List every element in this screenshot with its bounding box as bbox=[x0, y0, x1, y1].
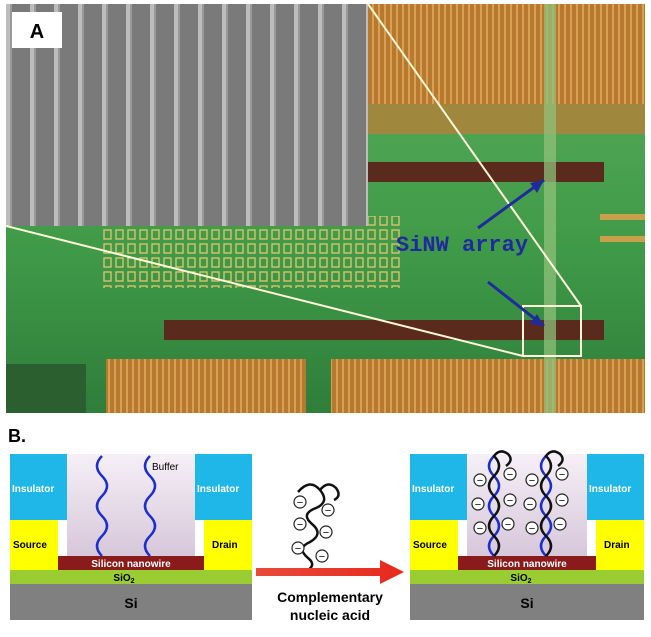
negative-charge-sign-bound-2: − bbox=[475, 499, 481, 511]
negative-charge-sign-bound-10: − bbox=[529, 523, 535, 535]
negative-charge-sign-bound-9: − bbox=[559, 495, 565, 507]
negative-charge-bound-7 bbox=[555, 467, 569, 481]
panel-a-label: A bbox=[30, 21, 44, 43]
electrode-bar-bottom bbox=[164, 320, 604, 340]
negative-charge-free-0 bbox=[293, 495, 307, 509]
reaction-arrow bbox=[256, 560, 404, 584]
annotation-arrow-1 bbox=[477, 178, 545, 230]
sem-inset bbox=[6, 4, 368, 226]
negative-charge-bound-0 bbox=[473, 473, 487, 487]
nanowire-label-after: Silicon nanowire bbox=[487, 559, 567, 570]
drain-label: Drain bbox=[212, 540, 238, 551]
insulator-right-label: Insulator bbox=[197, 484, 239, 495]
negative-charge-free-1 bbox=[321, 503, 335, 517]
negative-charge-sign-free-1: − bbox=[325, 505, 331, 517]
insulator-right-after bbox=[587, 454, 644, 520]
source-label: Source bbox=[13, 540, 47, 551]
electrode-bar-top bbox=[366, 162, 604, 182]
source-label-after: Source bbox=[413, 540, 447, 551]
silicon-nanowire bbox=[58, 556, 204, 570]
insulator-left-label-after: Insulator bbox=[412, 484, 454, 495]
negative-charge-sign-bound-6: − bbox=[529, 475, 535, 487]
contact-pad-array bbox=[101, 216, 401, 288]
drain-contact-after bbox=[596, 520, 644, 570]
panel-b-label: B. bbox=[8, 426, 26, 446]
arrow-text-line2: nucleic acid bbox=[290, 607, 370, 623]
negative-charge-bound-8 bbox=[523, 497, 537, 511]
panel-b-schematic: B. Insulator Insulator Buffer Source Dra… bbox=[8, 426, 644, 623]
sio2-label: SiO2 bbox=[113, 573, 134, 585]
negative-charge-bound-6 bbox=[525, 473, 539, 487]
sio2-layer bbox=[10, 570, 252, 584]
drain-label-after: Drain bbox=[604, 540, 630, 551]
insulator-left bbox=[10, 454, 67, 520]
negative-charge-free-5 bbox=[315, 549, 329, 563]
negative-charge-sign-free-4: − bbox=[295, 543, 301, 555]
negative-charge-sign-bound-4: − bbox=[477, 523, 483, 535]
target-dna-strand-bound-1 bbox=[487, 450, 512, 557]
si-substrate bbox=[10, 584, 252, 620]
source-contact bbox=[10, 520, 58, 570]
device-before: Insulator Insulator Buffer Source Drain … bbox=[10, 454, 252, 620]
si-substrate-after bbox=[410, 584, 644, 620]
negative-charge-free-3 bbox=[319, 525, 333, 539]
negative-charge-sign-free-3: − bbox=[323, 527, 329, 539]
silicon-nanowire-after bbox=[458, 556, 596, 570]
negative-charge-sign-bound-1: − bbox=[507, 469, 513, 481]
negative-charge-sign-bound-5: − bbox=[505, 519, 511, 531]
buffer-label: Buffer bbox=[152, 462, 179, 473]
negative-charge-bound-1 bbox=[503, 467, 517, 481]
drain-contact bbox=[204, 520, 252, 570]
negative-charge-free-2 bbox=[293, 517, 307, 531]
negative-charge-sign-bound-7: − bbox=[559, 469, 565, 481]
probe-dna-strand-2 bbox=[143, 455, 157, 557]
si-label: Si bbox=[124, 595, 137, 611]
negative-charge-sign-bound-11: − bbox=[557, 519, 563, 531]
negative-charge-sign-free-5: − bbox=[319, 551, 325, 563]
nanowire-label: Silicon nanowire bbox=[91, 559, 171, 570]
negative-charge-free-4 bbox=[291, 541, 305, 555]
insulator-right bbox=[195, 454, 252, 520]
zoom-box bbox=[522, 305, 582, 357]
target-dna-strand-bound-2 bbox=[539, 450, 564, 557]
negative-charge-bound-10 bbox=[525, 521, 539, 535]
negative-charge-bound-9 bbox=[555, 493, 569, 507]
arrow-text-line1: Complementary bbox=[277, 589, 383, 605]
bottom-electrode-right bbox=[331, 359, 645, 413]
buffer-region bbox=[67, 454, 195, 558]
si-label-after: Si bbox=[520, 595, 533, 611]
insulator-left-after bbox=[410, 454, 467, 520]
target-nucleic-acid bbox=[297, 483, 340, 574]
panel-a-micrograph: SiNW array A bbox=[6, 4, 645, 413]
nanowire-channel bbox=[544, 4, 556, 413]
top-electrode-region bbox=[366, 4, 645, 104]
insulator-right-label-after: Insulator bbox=[589, 484, 631, 495]
zoom-line-bottom bbox=[6, 225, 524, 357]
negative-charge-bound-5 bbox=[501, 517, 515, 531]
negative-charges-free: − − − − − − bbox=[291, 495, 335, 563]
negative-charge-sign-bound-3: − bbox=[507, 495, 513, 507]
negative-charge-bound-4 bbox=[473, 521, 487, 535]
bottom-electrode-left bbox=[106, 359, 306, 413]
negative-charge-bound-3 bbox=[503, 493, 517, 507]
probe-dna-strand-1 bbox=[95, 455, 109, 557]
negative-charge-bound-11 bbox=[553, 517, 567, 531]
negative-charge-sign-free-2: − bbox=[297, 519, 303, 531]
insulator-left-label: Insulator bbox=[12, 484, 54, 495]
negative-charge-sign-free-0: − bbox=[297, 497, 303, 509]
negative-charge-bound-2 bbox=[471, 497, 485, 511]
probe-dna-strand-after-2 bbox=[539, 455, 553, 557]
probe-dna-strand-after-1 bbox=[487, 455, 501, 557]
panel-a-label-box bbox=[12, 12, 62, 48]
sinw-array-label: SiNW array bbox=[396, 233, 528, 258]
sio2-label-after: SiO2 bbox=[510, 573, 531, 585]
negative-charge-sign-bound-8: − bbox=[527, 499, 533, 511]
source-contact-after bbox=[410, 520, 458, 570]
negative-charge-sign-bound-0: − bbox=[477, 475, 483, 487]
sio2-layer-after bbox=[410, 570, 644, 584]
negative-charges-bound: − − − − − − − − − − − − bbox=[471, 467, 569, 535]
zoom-line-top bbox=[367, 4, 582, 307]
